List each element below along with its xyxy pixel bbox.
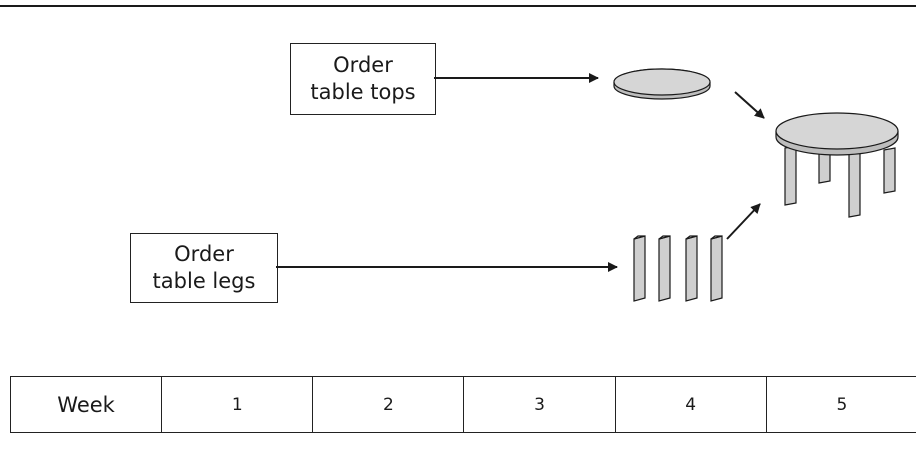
assembled-table-icon — [775, 112, 899, 218]
order-table-legs-box: Order table legs — [130, 233, 278, 303]
table-leg-icon — [633, 235, 646, 302]
table-top-icon — [613, 68, 711, 100]
order-table-legs-line1: Order — [174, 242, 234, 266]
table-leg-icon — [685, 235, 698, 302]
arrow-top-to-table-icon — [734, 91, 765, 119]
arrow-legs-to-table-icon — [726, 203, 761, 240]
table-row: Week 1 2 3 4 5 — [9, 376, 916, 433]
week-timeline-table: Week 1 2 3 4 5 — [9, 376, 916, 433]
assembly-diagram — [276, 68, 899, 302]
table-leg-icon — [710, 235, 723, 302]
week-header-cell: Week — [9, 376, 163, 433]
top-divider — [0, 5, 916, 7]
week-cell-5: 5 — [765, 376, 916, 433]
order-table-tops-box: Order table tops — [290, 43, 436, 115]
order-table-tops-line1: Order — [333, 53, 393, 77]
week-cell-3: 3 — [463, 376, 616, 433]
week-cell-4: 4 — [614, 376, 767, 433]
order-table-tops-line2: table tops — [310, 80, 416, 104]
table-legs-icon — [633, 235, 723, 302]
table-leg-icon — [658, 235, 671, 302]
week-cell-1: 1 — [161, 376, 314, 433]
order-table-legs-line2: table legs — [152, 269, 256, 293]
week-cell-2: 2 — [312, 376, 465, 433]
